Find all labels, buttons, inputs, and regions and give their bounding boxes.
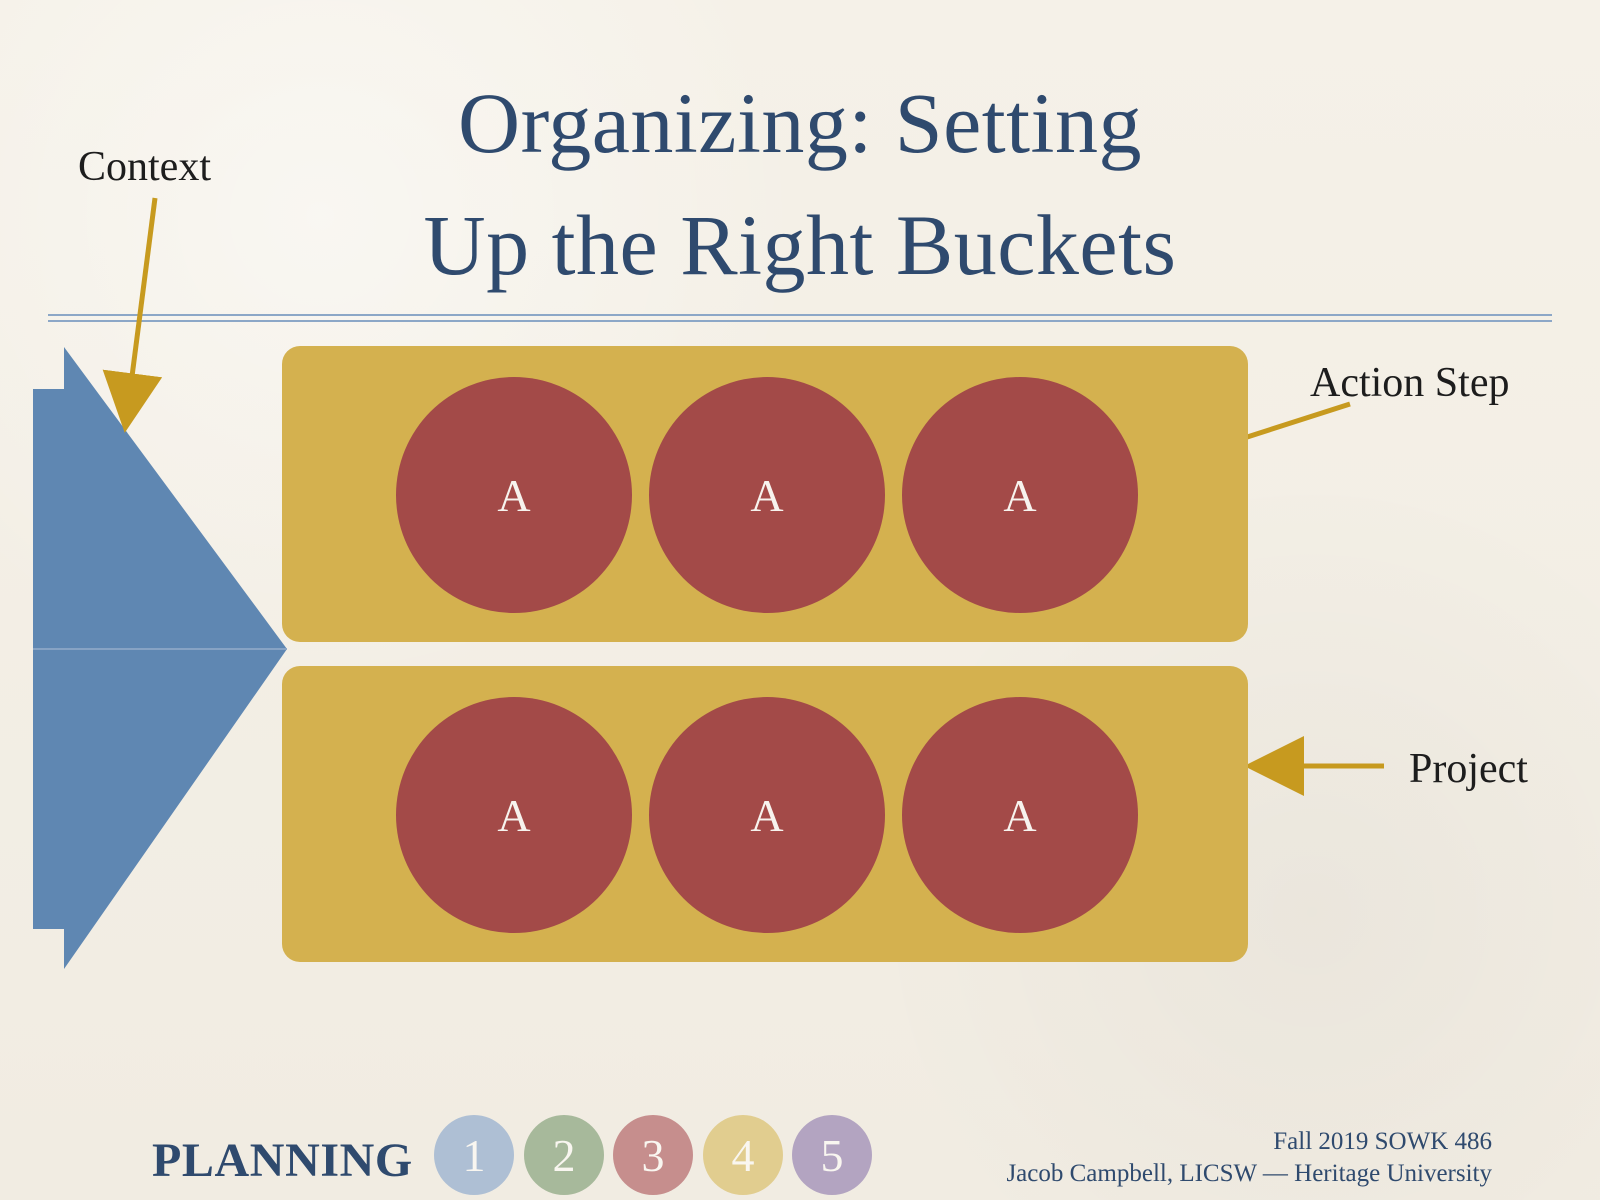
planning-step-1: 1 [434,1115,514,1195]
author-label: Jacob Campbell, LICSW — Heritage Univers… [1006,1160,1492,1187]
planning-step-2: 2 [524,1115,604,1195]
project-label: Project [1409,746,1528,792]
action-step-label: Action Step [1310,360,1510,406]
project-bucket-bottom: A A A [282,666,1248,962]
action-step-circle: A [902,697,1138,933]
action-step-circle: A [396,697,632,933]
planning-step-4: 4 [703,1115,783,1195]
action-step-circle: A [396,377,632,613]
title-line-1: Organizing: Setting [458,75,1142,171]
course-label: Fall 2019 SOWK 486 [1273,1128,1492,1155]
project-bucket-top: A A A [282,346,1248,642]
planning-step-5: 5 [792,1115,872,1195]
planning-step-3: 3 [613,1115,693,1195]
action-step-circle: A [902,377,1138,613]
title-divider-top [48,314,1552,316]
title-divider-bottom [48,320,1552,322]
action-step-circle: A [649,377,885,613]
action-step-circle: A [649,697,885,933]
title-line-2: Up the Right Buckets [423,197,1177,293]
context-label: Context [78,144,211,190]
planning-label: PLANNING [152,1134,413,1187]
slide-title: Organizing: Setting Up the Right Buckets [330,62,1270,306]
